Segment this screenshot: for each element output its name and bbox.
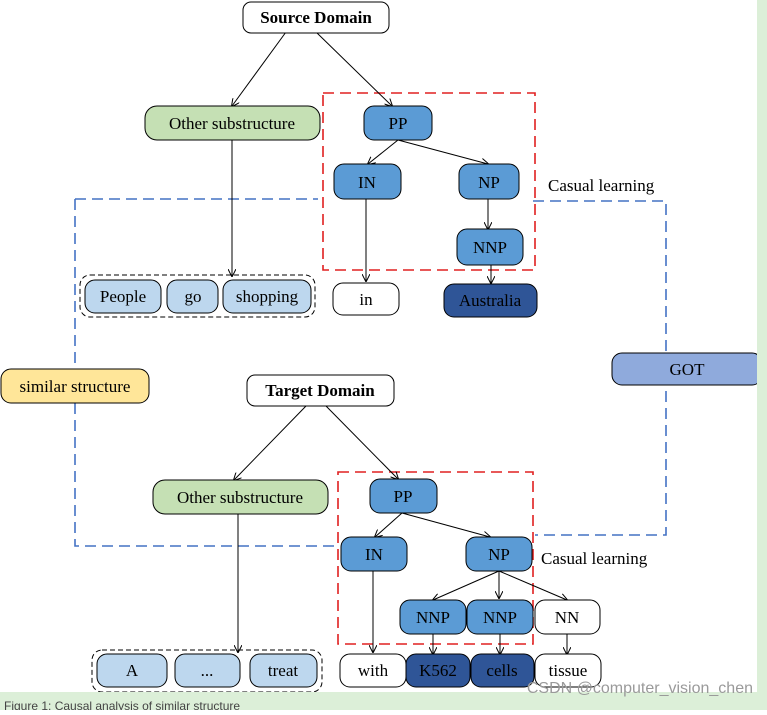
source-in-label: IN: [358, 173, 376, 192]
source-np-label: NP: [478, 173, 500, 192]
source-pp-label: PP: [389, 114, 408, 133]
target-other-substructure-label: Other substructure: [177, 488, 303, 507]
target-word-k562: [405, 653, 471, 688]
source-nnp-label: NNP: [473, 238, 507, 257]
target-word-k562-label: K562: [419, 661, 457, 680]
target-word-ellipsis-label: ...: [201, 661, 214, 680]
source-word-australia: [443, 283, 538, 318]
target-word-with-label: with: [358, 661, 389, 680]
source-other-substructure-label: Other substructure: [169, 114, 295, 133]
source-other-substructure-node: [144, 105, 321, 141]
source-word-go-label: go: [185, 287, 202, 306]
source-word-group: [79, 274, 316, 318]
target-nn-node: [534, 599, 601, 635]
source-word-people-label: People: [100, 287, 146, 306]
target-word-tissue: [534, 653, 602, 688]
right-border-band: [757, 0, 767, 710]
target-nnp1-node: [399, 599, 467, 635]
target-nnp1-label: NNP: [416, 608, 450, 627]
target-np-node: [465, 536, 533, 572]
target-word-treat: [249, 653, 318, 688]
target-pp-node: [369, 478, 438, 514]
target-word-ellipsis: [174, 653, 241, 688]
similar-structure-node: [0, 368, 150, 404]
source-word-go: [166, 279, 219, 314]
figure-caption: Figure 1: Causal analysis of similar str…: [4, 699, 241, 710]
target-pp-label: PP: [394, 487, 413, 506]
target-nn-label: NN: [555, 608, 580, 627]
got-label: GOT: [670, 360, 706, 379]
target-nnp2-label: NNP: [483, 608, 517, 627]
source-word-in: [332, 282, 400, 316]
source-domain-title: Source Domain: [260, 8, 372, 27]
source-np-node: [458, 163, 520, 200]
target-causal-box: [337, 471, 534, 645]
similar-structure-label: similar structure: [20, 377, 131, 396]
target-word-a-label: A: [126, 661, 139, 680]
bottom-border-band: [0, 692, 767, 710]
source-word-shopping-label: shopping: [236, 287, 299, 306]
source-domain-node: [242, 1, 390, 34]
source-nnp-node: [456, 228, 524, 266]
target-other-substructure-node: [152, 479, 329, 515]
source-word-shopping: [222, 279, 312, 314]
source-word-people: [84, 279, 162, 314]
watermark: CSDN @computer_vision_chen: [526, 680, 753, 697]
target-nnp2-node: [466, 599, 534, 635]
source-casual-learning-label: Casual learning: [548, 176, 655, 195]
target-casual-learning-label: Casual learning: [541, 549, 648, 568]
source-causal-box: [322, 92, 536, 271]
target-np-label: NP: [488, 545, 510, 564]
target-in-node: [340, 536, 408, 572]
source-pp-node: [363, 105, 433, 141]
target-domain-node: [246, 374, 395, 407]
target-word-a: [96, 653, 168, 688]
source-word-in-label: in: [359, 290, 373, 309]
target-word-tissue-label: tissue: [549, 661, 588, 680]
target-word-treat-label: treat: [268, 661, 298, 680]
target-edges: [234, 405, 567, 654]
target-word-cells: [470, 653, 535, 688]
source-edges: [232, 31, 491, 283]
source-word-australia-label: Australia: [459, 291, 522, 310]
target-domain-title: Target Domain: [265, 381, 375, 400]
target-word-cells-label: cells: [486, 661, 517, 680]
source-in-node: [333, 163, 402, 200]
target-in-label: IN: [365, 545, 383, 564]
